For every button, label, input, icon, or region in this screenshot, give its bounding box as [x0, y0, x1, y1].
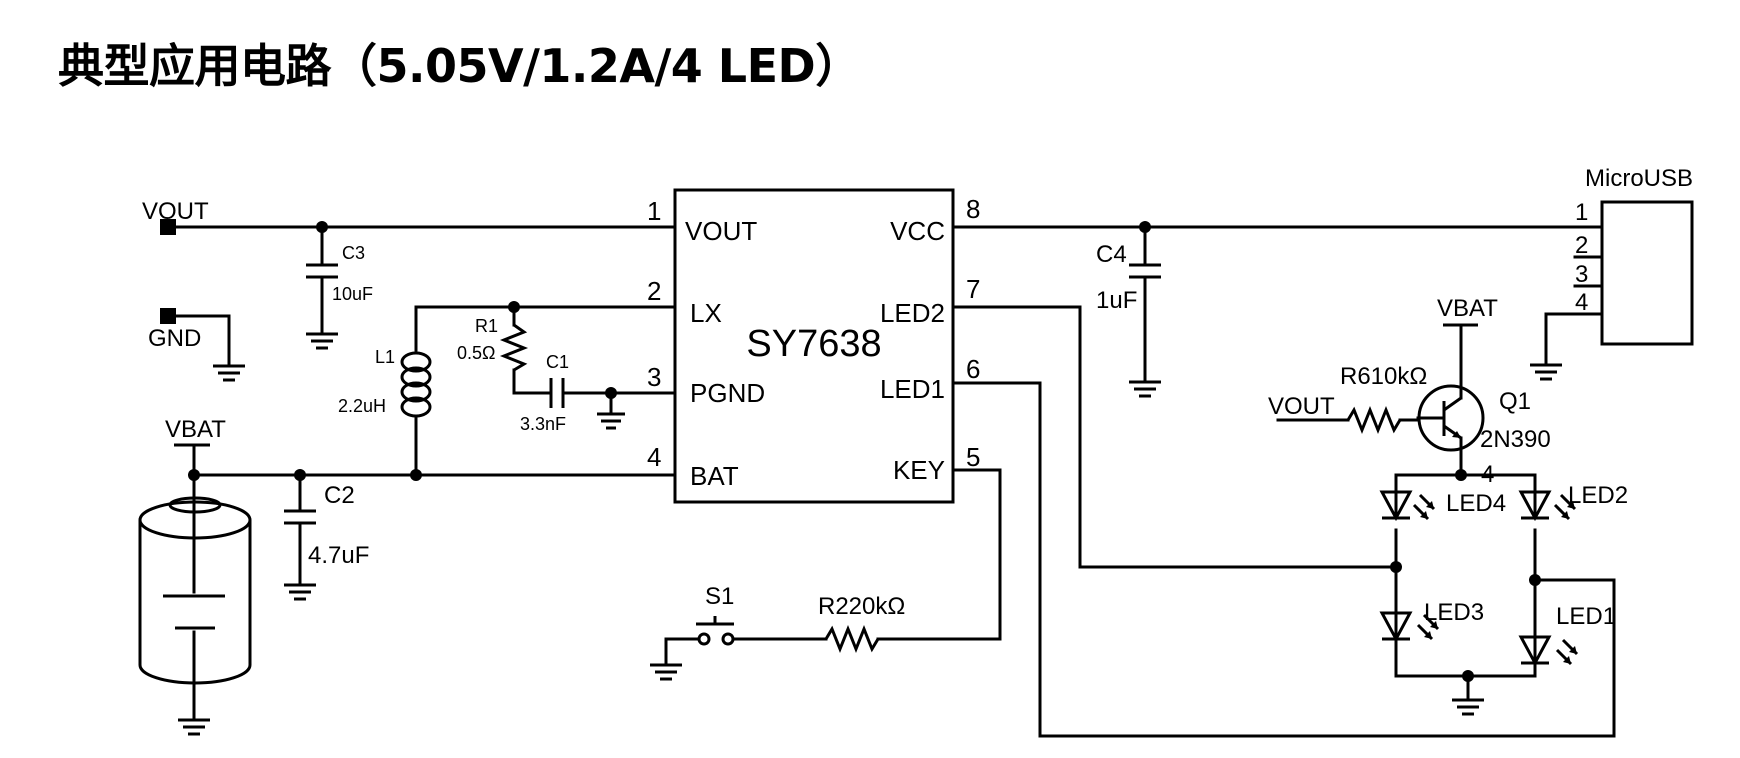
led3-diode [1379, 611, 1440, 643]
l1-value: 2.2uH [338, 396, 386, 416]
pin-vcc-name: VCC [890, 216, 945, 246]
c4-ref: C4 [1096, 241, 1127, 268]
q1-transistor [1416, 323, 1485, 477]
pin-4-number: 4 [647, 442, 661, 472]
pin-lx-name: LX [690, 298, 722, 328]
microusb-label: MicroUSB [1585, 165, 1693, 192]
led-matrix-wiring [951, 305, 1616, 738]
c3-ref: C3 [342, 243, 365, 263]
r2-label: R220kΩ [818, 593, 905, 620]
q1-ref: Q1 [1499, 388, 1531, 415]
pin-3-number: 3 [647, 362, 661, 392]
ic-name: SY7638 [746, 323, 881, 365]
gnd-terminal [160, 308, 245, 382]
vout2-label: VOUT [1268, 393, 1335, 420]
pin-key-name: KEY [893, 455, 945, 485]
usb-pin-3: 3 [1575, 261, 1588, 288]
s1-ref: S1 [705, 583, 734, 610]
pin-1-number: 1 [647, 196, 661, 226]
pin-vout-name: VOUT [685, 216, 757, 246]
c3-capacitor [306, 225, 338, 350]
c2-capacitor [284, 473, 316, 601]
r6-label: R610kΩ [1340, 363, 1427, 390]
gnd-label: GND [148, 325, 201, 352]
c1-capacitor [549, 378, 677, 430]
microusb-connector [1530, 200, 1694, 381]
c2-ref: C2 [324, 482, 355, 509]
q1-value: 2N390 [1480, 426, 1551, 453]
r1-resistor [499, 305, 552, 395]
pin-2-number: 2 [647, 276, 661, 306]
pin-pgnd-name: PGND [690, 378, 765, 408]
vbat2-label: VBAT [1437, 295, 1498, 322]
r6-resistor [1276, 405, 1420, 435]
vout-net [160, 219, 677, 235]
r2-resistor [732, 624, 885, 654]
s1-switch [650, 616, 735, 681]
ic-body [673, 188, 955, 504]
l1-ref: L1 [375, 347, 395, 367]
usb-pin-2: 2 [1575, 232, 1588, 259]
vcc-net [951, 221, 1604, 398]
pin-6-number: 6 [966, 354, 980, 384]
pin-bat-name: BAT [690, 461, 739, 491]
r1-value: 0.5Ω [457, 343, 495, 363]
led4-diode [1379, 490, 1436, 522]
led2-label: LED2 [1568, 482, 1628, 509]
c3-value: 10uF [332, 284, 373, 304]
c4-value: 1uF [1096, 287, 1137, 314]
c1-ref: C1 [546, 352, 569, 372]
key-net [881, 468, 1002, 641]
l1-inductor [400, 351, 432, 477]
c1-value: 3.3nF [520, 414, 566, 434]
usb-pin-4: 4 [1575, 289, 1588, 316]
led3-label: LED3 [1424, 599, 1484, 626]
page-title: 典型应用电路（5.05V/1.2A/4 LED） [58, 39, 861, 93]
pin-5-number: 5 [966, 442, 980, 472]
led4-label: LED4 [1446, 490, 1506, 517]
pin-8-number: 8 [966, 194, 980, 224]
usb-pin-1: 1 [1575, 199, 1588, 226]
battery-icon [138, 479, 252, 736]
pin-led1-name: LED1 [880, 374, 945, 404]
c2-value: 4.7uF [308, 542, 369, 569]
pin-led2-name: LED2 [880, 298, 945, 328]
led1-label: LED1 [1556, 603, 1616, 630]
led2-diode [1518, 490, 1577, 522]
vbat-label: VBAT [165, 416, 226, 443]
r1-ref: R1 [475, 316, 498, 336]
led1-diode [1518, 635, 1579, 667]
pin-7-number: 7 [966, 274, 980, 304]
lx-net [414, 301, 677, 352]
bat-net [174, 443, 677, 481]
vout-label: VOUT [142, 198, 209, 225]
